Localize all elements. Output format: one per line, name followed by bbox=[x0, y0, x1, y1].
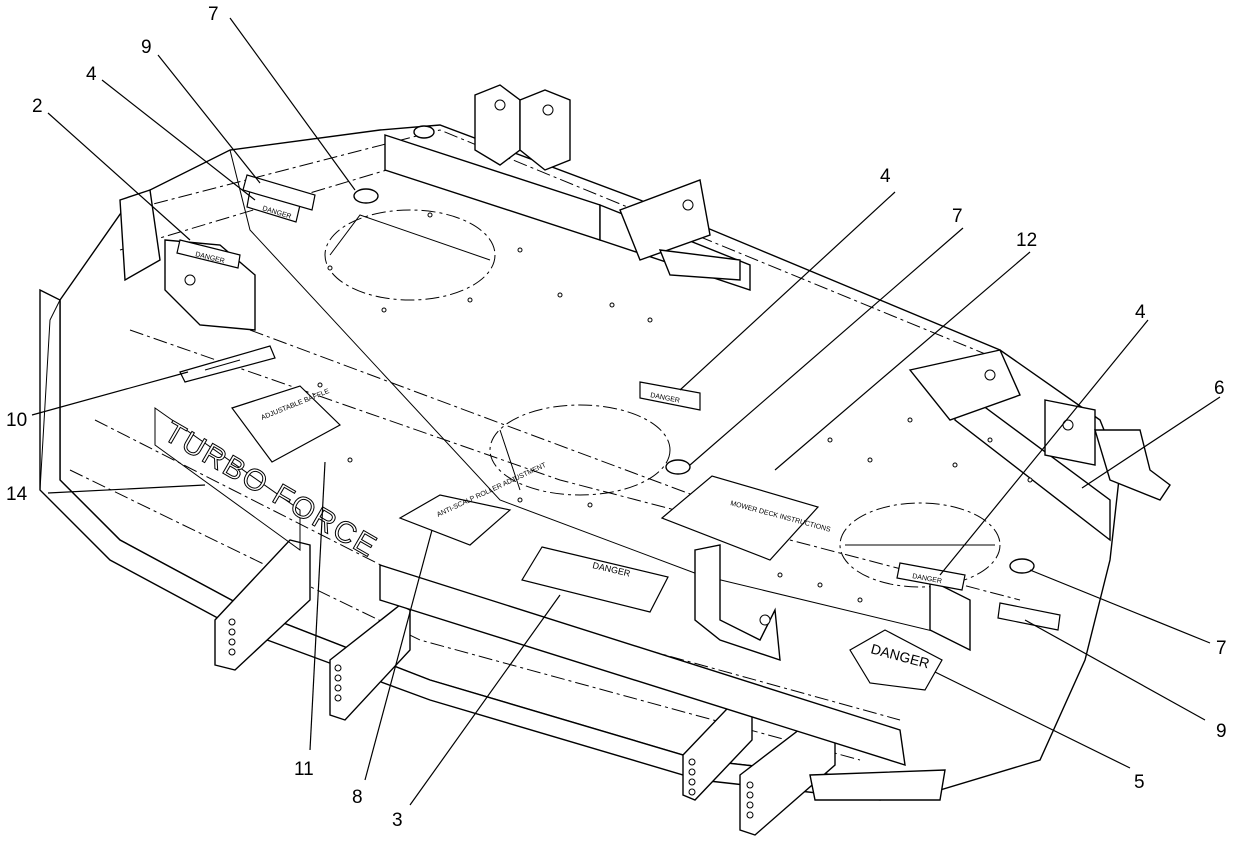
front-lift-arm-3 bbox=[682, 689, 753, 801]
knob-top bbox=[413, 125, 435, 139]
callout-9-top: 9 bbox=[141, 37, 261, 184]
callout-2: 2 bbox=[32, 96, 191, 241]
callout-4-top-number: 4 bbox=[86, 64, 97, 85]
callout-5: 5 bbox=[934, 671, 1145, 793]
callout-10: 10 bbox=[6, 371, 189, 431]
decal-warning-right bbox=[997, 602, 1061, 631]
callout-7-top-number: 7 bbox=[208, 4, 219, 25]
decal-height-indicator bbox=[179, 345, 276, 383]
callout-12: 12 bbox=[774, 230, 1037, 471]
decal-danger-shield: DANGER bbox=[849, 629, 943, 691]
callout-14: 14 bbox=[6, 484, 206, 505]
callout-9-right: 9 bbox=[1024, 619, 1227, 742]
front-lift-arm-1 bbox=[214, 539, 311, 671]
front-roller-tube bbox=[379, 564, 946, 801]
callout-5-number: 5 bbox=[1134, 772, 1145, 793]
knob-center bbox=[665, 459, 691, 475]
blade-opening-center bbox=[489, 404, 671, 496]
decal-danger-center: DANGER bbox=[639, 381, 701, 411]
callout-4-right: 4 bbox=[939, 302, 1149, 576]
callout-4-center: 4 bbox=[679, 166, 896, 391]
callout-3: 3 bbox=[392, 594, 561, 831]
rear-mount-bracket-left bbox=[474, 84, 571, 171]
callout-3-number: 3 bbox=[392, 810, 403, 831]
callout-9-right-number: 9 bbox=[1216, 721, 1227, 742]
callout-7-center: 7 bbox=[689, 206, 964, 466]
callout-10-number: 10 bbox=[6, 410, 27, 431]
callout-4-top: 4 bbox=[86, 64, 256, 201]
callout-8-number: 8 bbox=[352, 787, 363, 808]
front-center-bracket bbox=[694, 544, 781, 662]
callout-11: 11 bbox=[294, 461, 326, 780]
decal-warning-top bbox=[242, 174, 316, 211]
callout-4-right-number: 4 bbox=[1135, 302, 1146, 323]
callout-8: 8 bbox=[352, 529, 433, 808]
blade-opening-right bbox=[839, 502, 1001, 588]
callout-14-number: 14 bbox=[6, 484, 28, 505]
callout-7-top: 7 bbox=[208, 4, 356, 191]
callout-6-number: 6 bbox=[1214, 378, 1225, 399]
callout-6: 6 bbox=[1081, 378, 1225, 489]
callout-4-center-number: 4 bbox=[880, 166, 891, 187]
knob-right bbox=[1009, 558, 1035, 574]
decal-danger-front: DANGER bbox=[521, 546, 669, 613]
callout-11-number: 11 bbox=[294, 759, 314, 780]
callout-7-right-number: 7 bbox=[1216, 638, 1227, 659]
side-mount-bracket-right bbox=[908, 349, 1171, 501]
callout-7-right: 7 bbox=[1029, 569, 1227, 659]
rear-mount-bracket-right bbox=[619, 179, 741, 281]
callout-2-number: 2 bbox=[32, 96, 43, 117]
blade-opening-left bbox=[324, 209, 496, 301]
knob-rear bbox=[353, 188, 379, 204]
deck-top-plate bbox=[59, 124, 1121, 791]
callout-9-top-number: 9 bbox=[141, 37, 152, 58]
callout-7-center-number: 7 bbox=[952, 206, 963, 227]
callout-12-number: 12 bbox=[1016, 230, 1037, 251]
deck-holes bbox=[317, 212, 1033, 603]
